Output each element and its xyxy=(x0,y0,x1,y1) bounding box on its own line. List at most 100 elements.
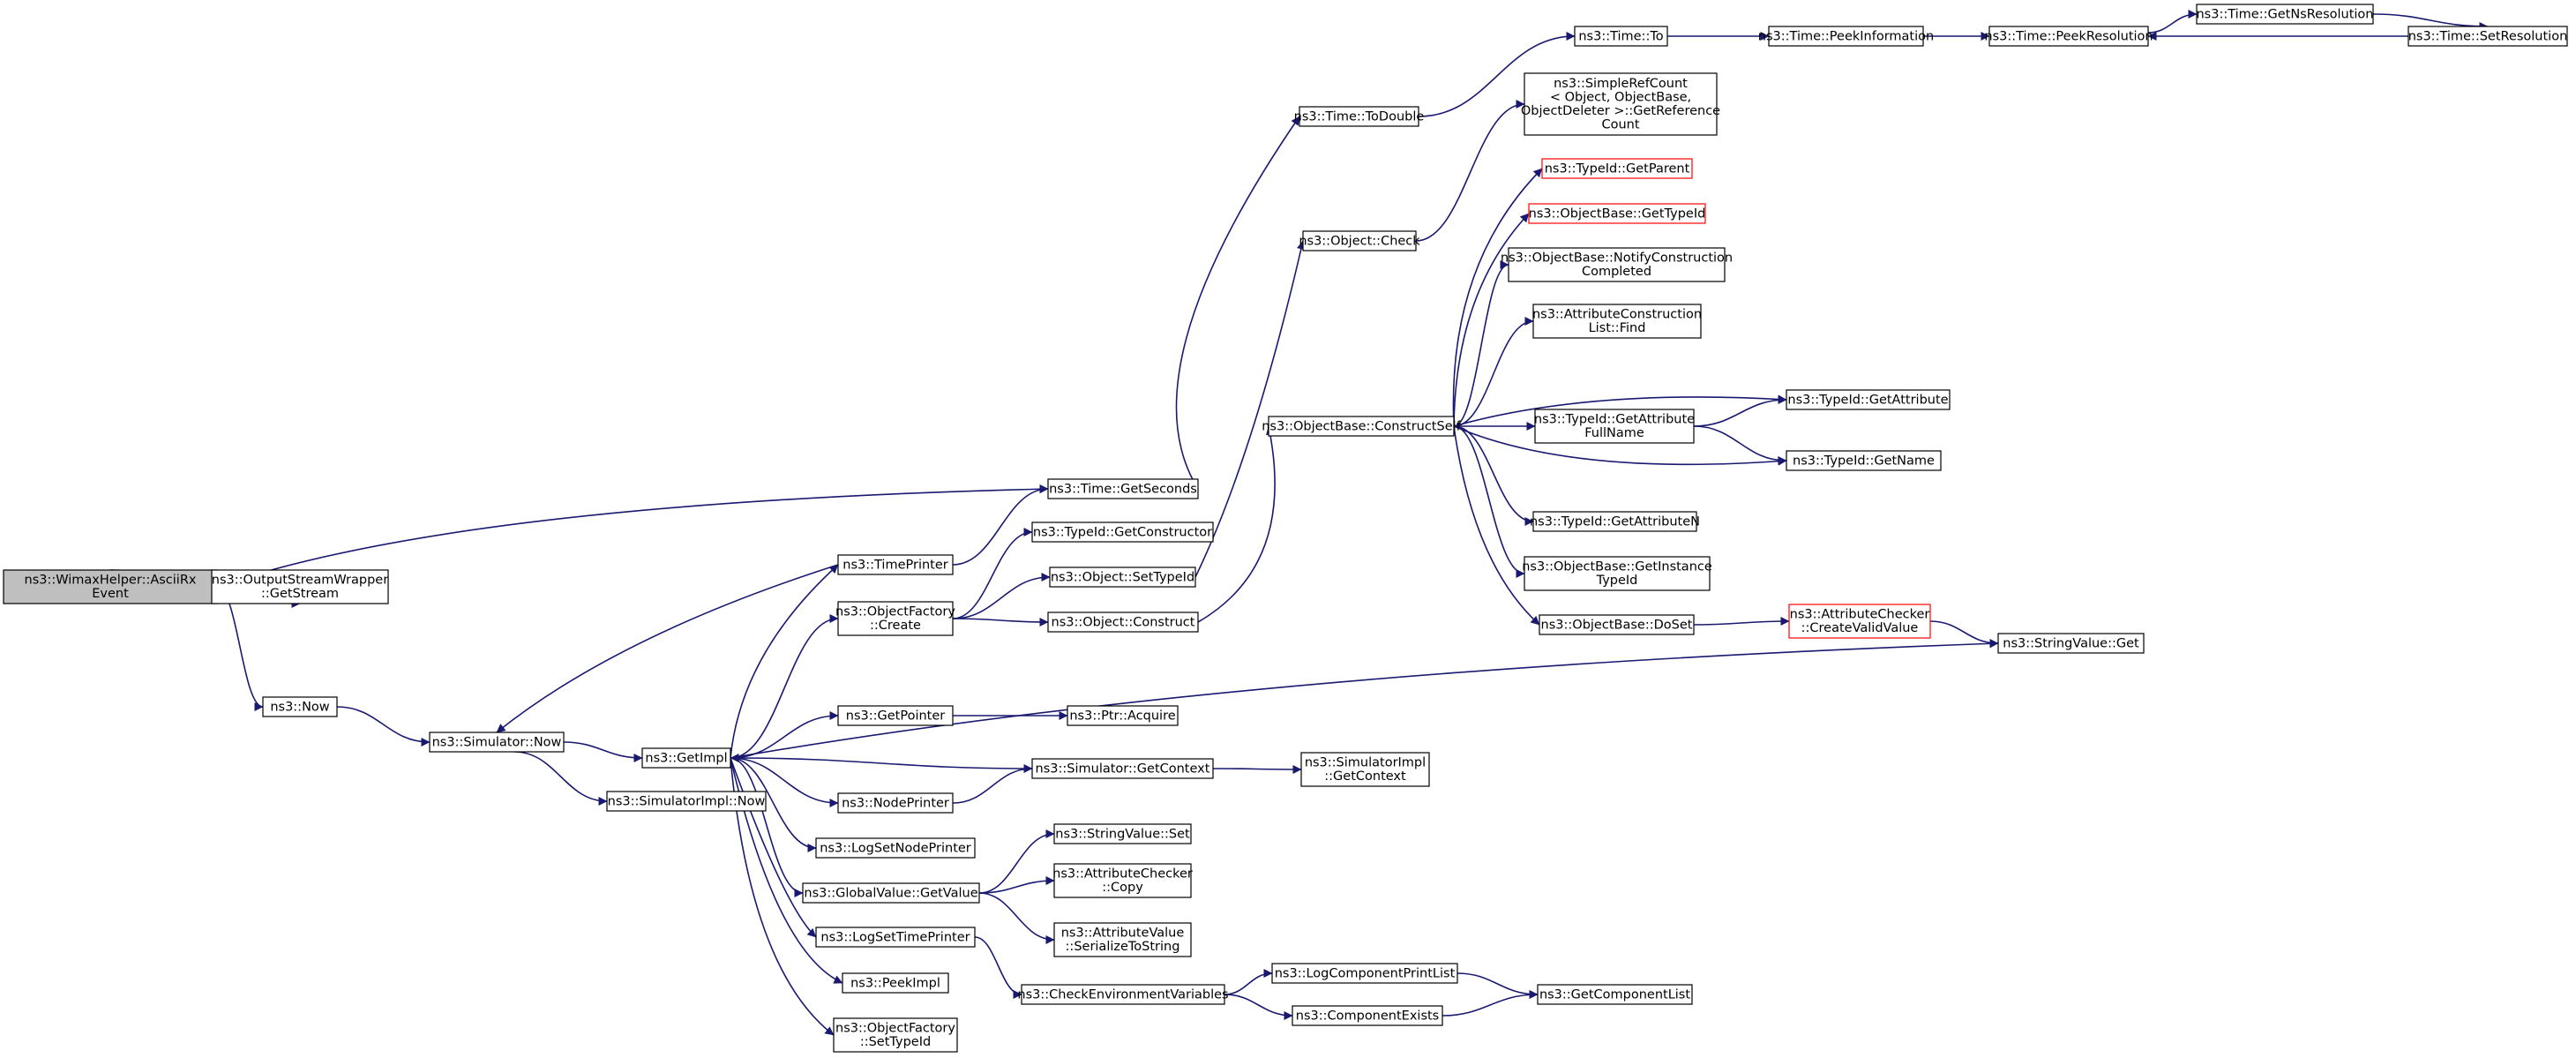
node-box xyxy=(1528,203,1706,224)
node-getconstructor[interactable]: ns3::TypeId::GetConstructor xyxy=(1031,521,1214,543)
node-logtimeprinter[interactable]: ns3::LogSetTimePrinter xyxy=(815,927,976,948)
node-label: ns3::AttributeChecker xyxy=(1790,608,1930,622)
node-constructself[interactable]: ns3::ObjectBase::ConstructSelf xyxy=(1262,416,1462,437)
node-box xyxy=(837,601,954,636)
node-peekimpl[interactable]: ns3::PeekImpl xyxy=(842,972,949,994)
node-box xyxy=(262,696,338,717)
edge-constructself-to-getname xyxy=(1453,425,1787,466)
node-obgettypeid[interactable]: ns3::ObjectBase::GetTypeId xyxy=(1528,203,1706,224)
node-label: < Object, ObjectBase, xyxy=(1550,91,1691,105)
edge-logtimeprinter-to-checkenv xyxy=(974,936,1022,999)
node-getstream[interactable]: ns3::OutputStreamWrapper::GetStream xyxy=(211,569,389,604)
edge-asciirx-to-getseconds xyxy=(216,484,1049,588)
node-getname[interactable]: ns3::TypeId::GetName xyxy=(1786,450,1942,471)
node-objfactcreate[interactable]: ns3::ObjectFactory::Create xyxy=(835,601,955,636)
node-box xyxy=(837,792,954,814)
node-label: Completed xyxy=(1582,265,1651,279)
node-simgetcontext[interactable]: ns3::Simulator::GetContext xyxy=(1031,758,1214,779)
node-doset[interactable]: ns3::ObjectBase::DoSet xyxy=(1539,614,1695,635)
node-createvalidvalue[interactable]: ns3::AttributeChecker::CreateValidValue xyxy=(1788,604,1931,639)
node-label: ns3::Time::GetSeconds xyxy=(1049,482,1197,496)
edge-objfactcreate-to-getconstructor xyxy=(952,528,1033,619)
node-box xyxy=(606,791,767,812)
node-box xyxy=(1537,984,1693,1005)
node-logcompprint[interactable]: ns3::LogComponentPrintList xyxy=(1271,963,1458,984)
node-refcount[interactable]: ns3::SimpleRefCount< Object, ObjectBase,… xyxy=(1521,72,1720,136)
node-timeto[interactable]: ns3::Time::To xyxy=(1574,26,1668,47)
edge-getimpl-to-svget xyxy=(730,639,1999,759)
node-label: ns3::StringValue::Get xyxy=(2003,636,2139,650)
node-label: ns3::TypeId::GetAttribute xyxy=(1787,393,1948,407)
node-box xyxy=(1997,633,2145,654)
edge-constructself-to-getinstancetypeid xyxy=(1453,425,1525,578)
node-label: ns3::LogComponentPrintList xyxy=(1275,966,1456,980)
node-objcheck[interactable]: ns3::Object::Check xyxy=(1299,230,1420,251)
node-label: FullName xyxy=(1584,426,1644,440)
node-simimplnow[interactable]: ns3::SimulatorImpl::Now xyxy=(606,791,767,812)
function-nodes: ns3::WimaxHelper::AsciiRxEventns3::Outpu… xyxy=(3,4,2568,1053)
node-objsettypeid[interactable]: ns3::Object::SetTypeId xyxy=(1049,567,1196,588)
node-ptracquire[interactable]: ns3::Ptr::Acquire xyxy=(1067,705,1179,726)
node-simnow[interactable]: ns3::Simulator::Now xyxy=(429,732,565,753)
node-now[interactable]: ns3::Now xyxy=(262,696,338,717)
edge-getimpl-to-getpointer xyxy=(730,711,839,759)
node-getnsres[interactable]: ns3::Time::GetNsResolution xyxy=(2196,4,2374,25)
node-nodeprinter[interactable]: ns3::NodePrinter xyxy=(837,792,954,814)
node-getattribute[interactable]: ns3::TypeId::GetAttribute xyxy=(1786,389,1951,410)
node-label: ns3::ObjectBase::GetInstance xyxy=(1522,560,1712,574)
node-label: ns3::TypeId::GetParent xyxy=(1545,161,1690,176)
node-getpointer[interactable]: ns3::GetPointer xyxy=(837,705,954,726)
node-svset[interactable]: ns3::StringValue::Set xyxy=(1053,823,1192,844)
node-box xyxy=(2408,26,2568,47)
node-getseconds[interactable]: ns3::Time::GetSeconds xyxy=(1047,478,1199,499)
node-box xyxy=(837,554,954,575)
node-label: ns3::GetImpl xyxy=(645,751,727,765)
node-label: ns3::NodePrinter xyxy=(842,796,949,810)
node-peekinfo[interactable]: ns3::Time::PeekInformation xyxy=(1758,26,1934,47)
node-box xyxy=(833,1017,958,1053)
edge-gvgetvalue-to-svset xyxy=(978,829,1055,894)
node-label: ns3::TimePrinter xyxy=(842,558,948,572)
node-lognodeprinter[interactable]: ns3::LogSetNodePrinter xyxy=(815,837,976,859)
node-accopy[interactable]: ns3::AttributeChecker::Copy xyxy=(1052,863,1193,898)
edge-asciirx-to-now xyxy=(216,586,264,711)
node-avserialize[interactable]: ns3::AttributeValue::SerializeToString xyxy=(1053,922,1192,957)
node-getcomplist[interactable]: ns3::GetComponentList xyxy=(1537,984,1693,1005)
node-label: ns3::StringValue::Set xyxy=(1055,827,1190,841)
node-setresolution[interactable]: ns3::Time::SetResolution xyxy=(2408,26,2568,47)
node-label: ns3::ObjectFactory xyxy=(835,605,955,619)
node-gvgetvalue[interactable]: ns3::GlobalValue::GetValue xyxy=(802,882,980,904)
node-todouble[interactable]: ns3::Time::ToDouble xyxy=(1294,106,1425,127)
node-objfactsettypeid[interactable]: ns3::ObjectFactory::SetTypeId xyxy=(833,1017,958,1053)
node-box xyxy=(1524,72,1718,136)
node-label: ns3::Now xyxy=(270,700,329,714)
node-simimplgetcontext[interactable]: ns3::SimulatorImpl::GetContext xyxy=(1300,752,1430,787)
node-compexists[interactable]: ns3::ComponentExists xyxy=(1292,1005,1443,1026)
node-label: ns3::SimulatorImpl::Now xyxy=(608,794,766,808)
node-svget[interactable]: ns3::StringValue::Get xyxy=(1997,633,2145,654)
node-getimpl[interactable]: ns3::GetImpl xyxy=(641,747,731,769)
node-label: ns3::SimpleRefCount xyxy=(1554,77,1688,91)
node-box xyxy=(1049,567,1196,588)
node-label: ns3::Object::Check xyxy=(1299,234,1420,248)
node-box xyxy=(211,569,389,604)
node-box xyxy=(1271,963,1458,984)
node-box xyxy=(1524,556,1711,591)
node-peekresolution[interactable]: ns3::Time::PeekResolution xyxy=(1984,26,2153,47)
edge-doset-to-createvalidvalue xyxy=(1693,617,1790,627)
edge-checkenv-to-compexists xyxy=(1224,994,1293,1020)
node-box xyxy=(1988,26,2149,47)
node-checkenv[interactable]: ns3::CheckEnvironmentVariables xyxy=(1017,984,1229,1005)
node-getparent[interactable]: ns3::TypeId::GetParent xyxy=(1541,158,1693,179)
node-box xyxy=(1292,1005,1443,1026)
node-timeprinter[interactable]: ns3::TimePrinter xyxy=(837,554,954,575)
node-box xyxy=(1067,705,1179,726)
node-objconstruct[interactable]: ns3::Object::Construct xyxy=(1047,612,1199,633)
node-notifyconstruction[interactable]: ns3::ObjectBase::NotifyConstructionCompl… xyxy=(1501,247,1733,282)
node-label: ns3::TypeId::GetConstructor xyxy=(1033,525,1212,539)
node-getattributen[interactable]: ns3::TypeId::GetAttributeN xyxy=(1530,511,1700,532)
